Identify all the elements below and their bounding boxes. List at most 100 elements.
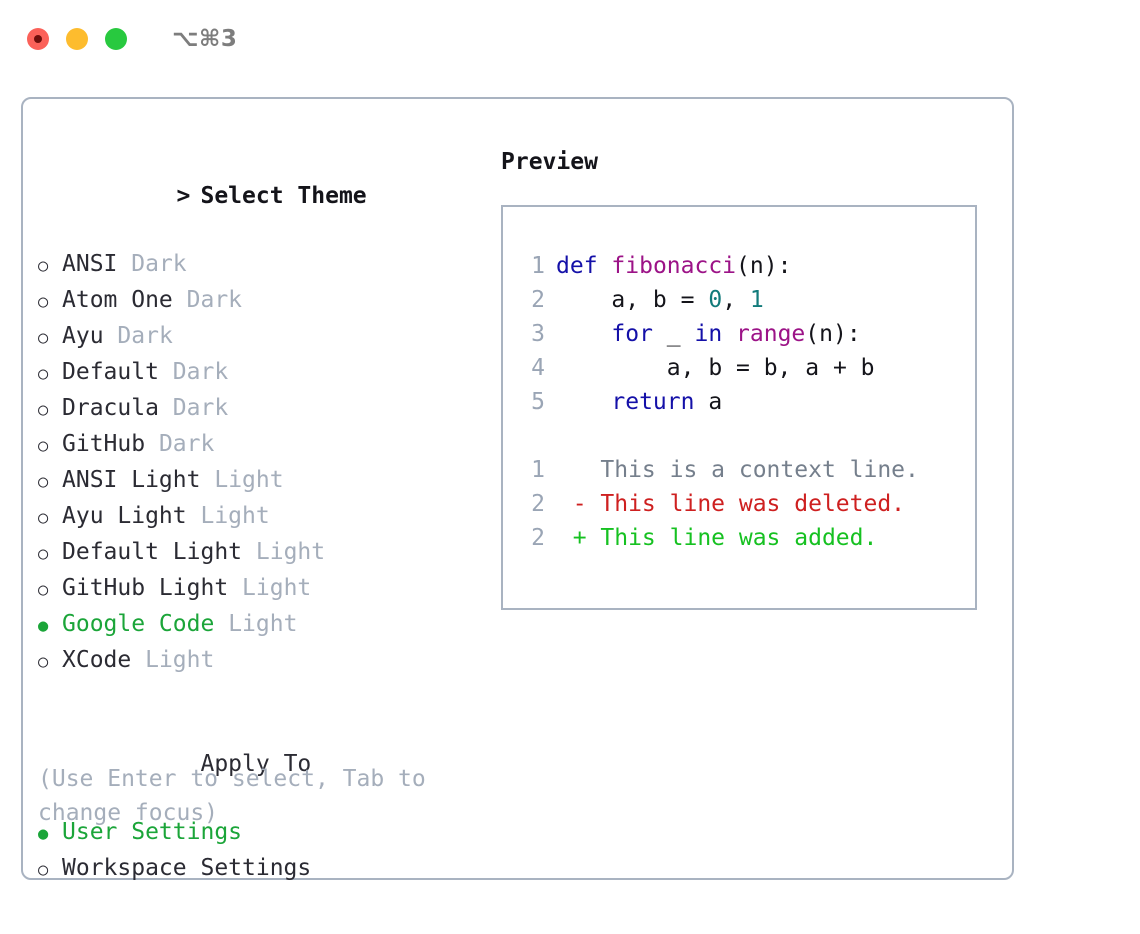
code-token-plain: , bbox=[722, 287, 750, 313]
radio-unselected-icon[interactable] bbox=[38, 463, 62, 499]
label-tag-gap bbox=[187, 503, 201, 529]
theme-variant-tag: Light bbox=[200, 503, 270, 529]
select-theme-heading-label: Select Theme bbox=[200, 183, 367, 209]
code-line: 1 def fibonacci(n): bbox=[519, 249, 967, 283]
theme-list-item[interactable]: ANSI Light Light bbox=[38, 463, 488, 499]
code-token-kw: in bbox=[694, 321, 723, 347]
code-line: 3 for _ in range(n): bbox=[519, 317, 967, 351]
theme-name-label: Dracula bbox=[62, 395, 159, 421]
code-token-kw: def bbox=[556, 253, 598, 279]
theme-list-item[interactable]: GitHub Light Light bbox=[38, 571, 488, 607]
theme-list-item[interactable]: Ayu Light Light bbox=[38, 499, 488, 535]
code-token-fn: range bbox=[736, 321, 806, 347]
code-token-fn: fibonacci bbox=[611, 253, 737, 279]
code-line: 2 a, b = 0, 1 bbox=[519, 283, 967, 317]
radio-unselected-icon[interactable] bbox=[38, 535, 62, 571]
label-tag-gap bbox=[104, 323, 118, 349]
diff-line: 2 + This line was added. bbox=[519, 521, 967, 555]
apply-to-heading-label: Apply To bbox=[200, 751, 312, 777]
code-token-plain: a, b = bbox=[556, 287, 709, 313]
radio-unselected-icon[interactable] bbox=[38, 571, 62, 607]
window-title: ⌥⌘3 bbox=[172, 26, 238, 52]
diff-line: 2 - This line was deleted. bbox=[519, 487, 967, 521]
label-tag-gap bbox=[173, 287, 187, 313]
theme-variant-tag: Light bbox=[255, 539, 326, 565]
theme-list-item[interactable]: Google Code Light bbox=[38, 607, 488, 643]
theme-name-label: Default bbox=[62, 359, 159, 385]
theme-name-label: Default Light bbox=[62, 539, 243, 565]
theme-list-item[interactable]: Atom One Dark bbox=[38, 283, 488, 319]
theme-name-label: GitHub Light bbox=[62, 575, 229, 601]
list-spacer bbox=[38, 679, 488, 713]
code-line-number: 1 bbox=[531, 253, 545, 279]
maximize-window-button[interactable] bbox=[105, 28, 127, 50]
radio-unselected-icon[interactable] bbox=[38, 355, 62, 391]
radio-unselected-icon[interactable] bbox=[38, 643, 62, 679]
code-token-plain bbox=[556, 389, 611, 415]
code-token-plain bbox=[556, 321, 611, 347]
diff-line-number: 1 bbox=[531, 457, 545, 483]
theme-list-item[interactable]: ANSI Dark bbox=[38, 247, 488, 283]
code-token-plain: (n): bbox=[805, 321, 861, 347]
code-line-number: 4 bbox=[531, 355, 545, 381]
code-line: 5 return a bbox=[519, 385, 967, 419]
label-tag-gap bbox=[200, 467, 214, 493]
theme-list-item[interactable]: Default Dark bbox=[38, 355, 488, 391]
code-token-kw: return bbox=[611, 389, 695, 415]
radio-unselected-icon[interactable] bbox=[38, 319, 62, 355]
close-window-button[interactable] bbox=[27, 28, 49, 50]
label-tag-gap bbox=[145, 431, 159, 457]
theme-variant-tag: Dark bbox=[131, 251, 187, 277]
theme-list-item[interactable]: XCode Light bbox=[38, 643, 488, 679]
apply-to-item[interactable]: User Settings bbox=[38, 815, 488, 851]
theme-name-label: Ayu Light bbox=[62, 503, 187, 529]
code-line: 4 a, b = b, a + b bbox=[519, 351, 967, 385]
theme-variant-tag: Dark bbox=[172, 395, 229, 421]
theme-variant-tag: Dark bbox=[117, 323, 173, 349]
diff-line-body-del: - This line was deleted. bbox=[545, 491, 906, 517]
radio-selected-icon[interactable] bbox=[38, 607, 62, 643]
theme-variant-tag: Light bbox=[214, 467, 284, 493]
theme-variant-tag: Light bbox=[242, 575, 312, 601]
theme-list-item[interactable]: Default Light Light bbox=[38, 535, 488, 571]
code-token-plain: a, b = b, a + b bbox=[556, 355, 875, 381]
radio-unselected-icon[interactable] bbox=[38, 391, 62, 427]
radio-unselected-icon[interactable] bbox=[38, 427, 62, 463]
diff-sample: 1 This is a context line.2 - This line w… bbox=[519, 453, 967, 555]
code-token-num: 1 bbox=[749, 287, 764, 313]
radio-unselected-icon[interactable] bbox=[38, 247, 62, 283]
window-controls bbox=[27, 28, 127, 50]
theme-name-label: Google Code bbox=[62, 611, 215, 637]
label-tag-gap bbox=[214, 611, 228, 637]
theme-list: ANSI DarkAtom One DarkAyu DarkDefault Da… bbox=[38, 247, 488, 679]
theme-name-label: XCode bbox=[62, 647, 132, 673]
theme-list-item[interactable]: Ayu Dark bbox=[38, 319, 488, 355]
code-token-plain: (n): bbox=[736, 253, 792, 279]
label-tag-gap bbox=[159, 395, 173, 421]
apply-to-heading: Apply To bbox=[38, 713, 488, 815]
radio-unselected-icon[interactable] bbox=[38, 851, 62, 887]
theme-name-label: Ayu bbox=[62, 323, 104, 349]
main-panel: >Select Theme ANSI DarkAtom One DarkAyu … bbox=[21, 97, 1014, 881]
apply-to-label: Workspace Settings bbox=[62, 855, 312, 881]
theme-list-item[interactable]: GitHub Dark bbox=[38, 427, 488, 463]
theme-list-item[interactable]: Dracula Dark bbox=[38, 391, 488, 427]
code-token-plain: a bbox=[694, 389, 723, 415]
code-token-num: 0 bbox=[708, 287, 723, 313]
radio-unselected-icon[interactable] bbox=[38, 283, 62, 319]
title-bar: ⌥⌘3 bbox=[0, 0, 1140, 78]
code-line-number: 3 bbox=[531, 321, 545, 347]
label-tag-gap bbox=[159, 359, 173, 385]
theme-name-label: Atom One bbox=[62, 287, 173, 313]
prompt-caret-icon: > bbox=[176, 183, 191, 209]
minimize-window-button[interactable] bbox=[66, 28, 88, 50]
radio-unselected-icon[interactable] bbox=[38, 499, 62, 535]
apply-to-item[interactable]: Workspace Settings bbox=[38, 851, 488, 887]
diff-line-number: 2 bbox=[531, 525, 545, 551]
theme-name-label: GitHub bbox=[62, 431, 146, 457]
